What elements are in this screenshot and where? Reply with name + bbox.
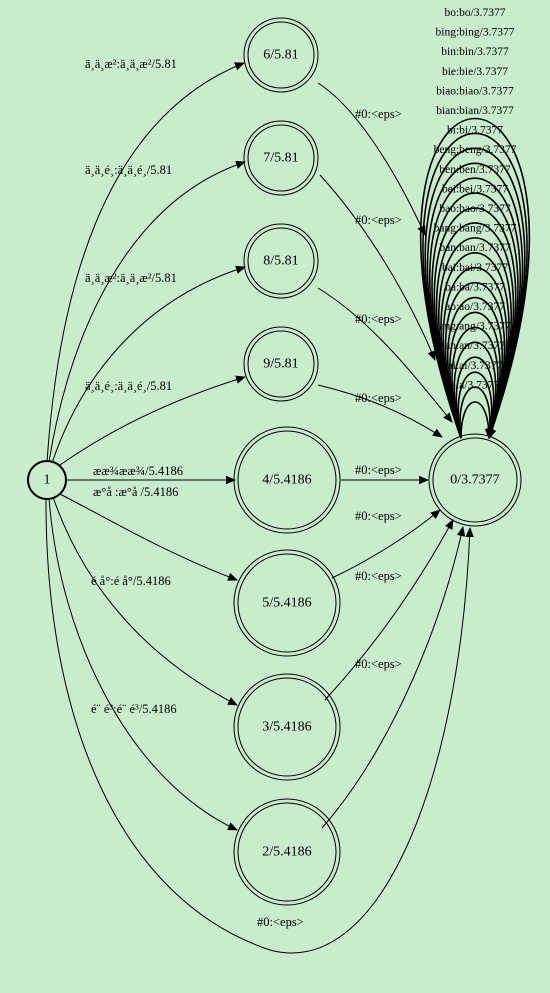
self-loop-arc: [419, 117, 531, 439]
self-loop-label: bian:bian/3.7377: [436, 105, 514, 117]
state-3-label: 3/5.4186: [262, 720, 311, 735]
eps-arc-2-to-0: [321, 526, 466, 829]
state-7-label: 7/5.81: [263, 151, 298, 166]
self-loop-label: ao:ao/3.7377: [445, 301, 505, 313]
eps-label-5-0: #0:<eps>: [355, 569, 402, 583]
self-loop-arc: [451, 326, 499, 439]
arc-label-1-9: ä¸ä¸é¸:ä¸ä¸é¸/5.81: [85, 379, 172, 393]
eps-label-6-0: #0:<eps>: [355, 107, 402, 121]
eps-label-8-0: #0:<eps>: [355, 312, 402, 326]
eps-arc-1-to-0: [45, 497, 474, 954]
arc-label-1-6: ä¸ä¸æ²:ä¸ä¸æ²/5.81: [85, 57, 177, 71]
self-loop-label: bing:bing/3.7377: [436, 27, 515, 39]
eps-arc-3-to-0: [324, 519, 454, 701]
self-loop-label: a:a/3.7377: [451, 379, 499, 391]
arc-1-to-2: [48, 497, 238, 831]
eps-label-9-0: #0:<eps>: [355, 391, 402, 405]
self-loop-arc: [442, 266, 508, 439]
self-loop-arc: [428, 177, 522, 439]
self-loop-label: beng:beng/3.7377: [434, 144, 517, 156]
self-loop-arc: [431, 192, 519, 439]
state-7: [243, 120, 319, 196]
self-loop-label: bao:bao/3.7377: [439, 203, 510, 215]
self-loop-label: bo:bo/3.7377: [444, 7, 505, 19]
self-loop-arc: [435, 222, 515, 439]
arc-label-1-7: ä¸ä¸é¸:ä¸ä¸é¸/5.81: [85, 163, 172, 177]
self-loop-label: bang:bang/3.7377: [434, 223, 517, 235]
self-loop-arc: [433, 207, 517, 439]
state-6: [243, 17, 319, 93]
state-4-label: 4/5.4186: [262, 473, 311, 488]
arc-1-to-7: [48, 160, 246, 463]
arc-1-to-5: [59, 493, 238, 581]
self-loop-arc: [426, 162, 524, 439]
eps-label-4-0-a: #0:<eps>: [355, 463, 402, 477]
arc-1-to-8: [51, 265, 246, 464]
eps-arc-5-to-0: [331, 509, 441, 579]
self-loop-arc: [424, 147, 526, 439]
self-loop-arc: [460, 401, 494, 439]
self-loop-labels: bo:bo/3.7377 bing:bing/3.7377 bin:bin/3.73…: [434, 7, 517, 391]
self-loop-arc: [440, 252, 510, 439]
eps-label-4-0-b: #0:<eps>: [355, 509, 402, 523]
self-loop-label: biao:biao/3.7377: [436, 85, 514, 97]
state-3: [233, 673, 341, 781]
self-loop-label: ben:ben/3.7377: [439, 164, 510, 176]
self-loop-label: bei:bei/3.7377: [442, 183, 508, 195]
eps-arc-9-to-0: [317, 384, 443, 438]
arc-1-to-3: [52, 496, 238, 706]
state-9: [243, 326, 319, 402]
arc-label-1-8: ä¸ä¸æ²:ä¸ä¸æ²/5.81: [85, 271, 177, 285]
arc-label-1-2: é¨ é³:é¨ é³/5.4186: [91, 702, 177, 716]
self-loop-arc: [446, 296, 504, 439]
self-loop-label: ang:ang/3.7377: [439, 321, 510, 333]
state-8: [243, 223, 319, 299]
eps-arc-6-to-0: [317, 82, 426, 236]
state-5-label: 5/5.4186: [262, 596, 311, 611]
self-loop-label: bie:bie/3.7377: [442, 66, 508, 78]
state-5: [233, 549, 341, 657]
self-loop-arc: [449, 311, 501, 439]
arc-label-1-5: é å°:é å°/5.4186: [91, 574, 171, 588]
self-loop-arc: [437, 237, 513, 439]
self-loop-arc: [457, 371, 495, 439]
state-2: [233, 798, 341, 906]
self-loop-fan: [419, 117, 531, 439]
arc-1-to-6: [46, 62, 245, 463]
state-9-label: 9/5.81: [263, 357, 298, 372]
eps-label-3-0: #0:<eps>: [355, 657, 402, 671]
start-state-circle: [27, 460, 67, 500]
self-loop-label: an:an/3.7377: [445, 340, 505, 352]
hub-state-label: 0/3.7377: [450, 473, 499, 488]
self-loop-arc: [455, 356, 496, 439]
self-loop-label: bin:bin/3.7377: [441, 46, 509, 58]
arc-1-to-9: [59, 375, 246, 466]
eps-label-7-0: #0:<eps>: [355, 213, 402, 227]
eps-label-1-0: #0:<eps>: [257, 915, 304, 929]
self-loop-label: bai:bai/3.7377: [442, 262, 508, 274]
self-loop-label: ba:ba/3.7377: [445, 281, 505, 293]
state-4: [233, 426, 341, 534]
self-loop-arc: [444, 282, 506, 439]
start-state-label: 1: [44, 473, 51, 488]
eps-arc-8-to-0: [317, 287, 453, 423]
self-loop-arc: [459, 386, 495, 439]
arc-label-1-4-a: æ­æ¾æ­æ¾/5.4186: [93, 464, 183, 478]
self-loop-label: ai:ai/3.7377: [448, 360, 503, 372]
self-loop-arc: [453, 341, 497, 439]
hub-state-0: [428, 433, 522, 527]
arc-label-1-4-b: æ°å :æ°å /5.4186: [93, 485, 178, 499]
self-loop-label: bi:bi/3.7377: [447, 125, 503, 137]
state-2-label: 2/5.4186: [262, 845, 311, 860]
eps-arc-7-to-0: [319, 174, 436, 361]
state-8-label: 8/5.81: [263, 254, 298, 269]
self-loop-label: ban:ban/3.7377: [439, 242, 510, 254]
self-loop-arc: [422, 132, 528, 439]
state-6-label: 6/5.81: [263, 48, 298, 63]
